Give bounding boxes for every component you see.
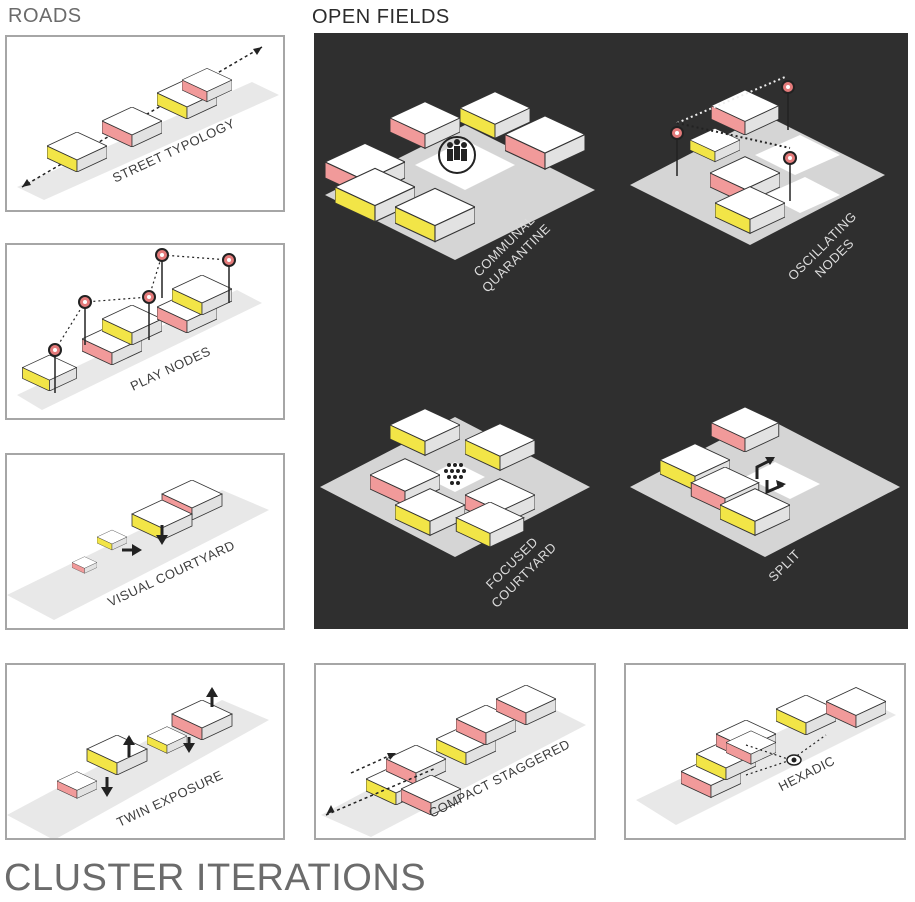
panel-communal-quarantine: COMMUNAL QUARANTINE (315, 35, 597, 315)
arrow-down-icon (183, 743, 195, 753)
panel-split: SPLIT (625, 347, 907, 629)
panel-focused-courtyard: FOCUSED COURTYARD (315, 347, 597, 629)
focused-courtyard-diagram (320, 408, 590, 557)
arrow-right-icon (387, 753, 396, 760)
node-marker-icon (155, 248, 169, 298)
people-group-icon (438, 136, 476, 174)
split-diagram (630, 407, 900, 557)
panel-twin-exposure: TWIN EXPOSURE (5, 663, 285, 840)
cluster-iterations-title: CLUSTER ITERATIONS (4, 857, 427, 899)
compact-staggered-diagram (321, 685, 586, 837)
play-nodes-diagram (17, 248, 262, 410)
hexadic-diagram (636, 687, 896, 825)
arrow-down-icon (101, 787, 113, 797)
arrow-right-icon (132, 544, 142, 556)
node-marker-icon (781, 79, 795, 132)
arrow-up-icon (206, 687, 218, 697)
panel-play-nodes: PLAY NODES (5, 243, 285, 420)
arrow-up-icon (123, 735, 135, 745)
arrow-down-icon (156, 535, 168, 545)
panel-oscillating-nodes: OSCILLATING NODES (625, 35, 907, 315)
panel-street-typology: STREET TYPOLOGY (5, 35, 285, 212)
panel-compact-staggered: COMPACT STAGGERED (314, 663, 596, 840)
communal-quarantine-diagram (325, 91, 595, 260)
street-typology-diagram (17, 46, 279, 200)
dot-grid-icon (444, 463, 466, 485)
roads-heading: ROADS (8, 5, 82, 27)
open-fields-heading: OPEN FIELDS (312, 6, 450, 28)
panel-hexadic: HEXADIC (624, 663, 906, 840)
panel-visual-courtyard: VISUAL COURTYARD (5, 453, 285, 630)
visual-courtyard-diagram (7, 480, 269, 620)
oscillating-nodes-diagram (630, 76, 885, 245)
eye-icon (786, 754, 802, 766)
twin-exposure-diagram (7, 687, 269, 838)
